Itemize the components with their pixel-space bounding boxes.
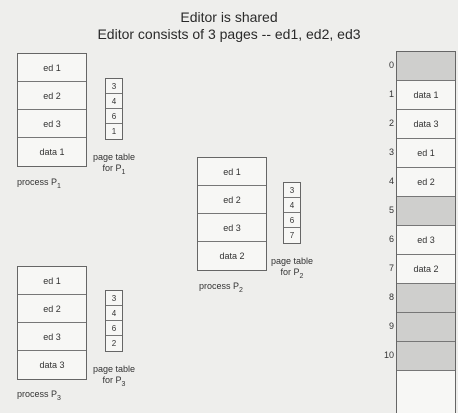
logical-page: data 1 bbox=[39, 147, 65, 157]
frame-number: 6 bbox=[388, 234, 394, 244]
process-1-page-table: 3 4 6 1 bbox=[105, 78, 123, 140]
memory-frame: data 3 bbox=[397, 110, 455, 139]
page-table-for-label: for P2 bbox=[262, 267, 322, 282]
free-frame bbox=[397, 197, 455, 226]
page-table-entry: 1 bbox=[111, 127, 117, 136]
page-table-for-label: for P3 bbox=[84, 375, 144, 390]
page-table-entry: 6 bbox=[284, 213, 300, 228]
page-table-for-subscript: 3 bbox=[121, 380, 126, 388]
free-frame bbox=[397, 313, 455, 342]
free-frame bbox=[397, 284, 455, 313]
process-label-text: process P bbox=[17, 177, 58, 187]
page-table-entry: 7 bbox=[289, 231, 295, 240]
process-1-logical-pages: ed 1 ed 2 ed 3 data 1 bbox=[17, 53, 87, 167]
page-table-for-text: for P bbox=[102, 163, 122, 173]
diagram-subtitle: Editor consists of 3 pages -- ed1, ed2, … bbox=[97, 26, 361, 42]
process-1-page-table-label: page table for P1 bbox=[84, 152, 144, 178]
frame-number: 8 bbox=[388, 292, 394, 302]
page-table-entry: 4 bbox=[284, 198, 300, 213]
logical-page: ed 3 bbox=[18, 323, 86, 351]
process-label-subscript: 2 bbox=[239, 286, 243, 294]
page-table-entry: 2 bbox=[111, 339, 117, 348]
page-table-entry: 4 bbox=[106, 306, 122, 321]
logical-page: ed 2 bbox=[198, 186, 266, 214]
process-label-text: process P bbox=[17, 389, 58, 399]
frame-number: 2 bbox=[388, 118, 394, 128]
memory-frame: data 2 bbox=[397, 255, 455, 284]
logical-page: data 2 bbox=[219, 251, 245, 261]
memory-frame: ed 2 bbox=[397, 168, 455, 197]
page-table-entry: 3 bbox=[106, 291, 122, 306]
frame-number: 9 bbox=[388, 321, 394, 331]
process-1-label: process P1 bbox=[17, 177, 61, 192]
logical-page: ed 3 bbox=[198, 214, 266, 242]
frame-number: 0 bbox=[388, 60, 394, 70]
frame-number: 7 bbox=[388, 263, 394, 273]
page-table-label-text: page table bbox=[92, 152, 136, 162]
memory-frame: data 1 bbox=[397, 81, 455, 110]
page-table-entry: 6 bbox=[106, 321, 122, 336]
frame-number: 1 bbox=[388, 89, 394, 99]
process-label-text: process P bbox=[199, 281, 240, 291]
page-table-entry: 6 bbox=[106, 109, 122, 124]
memory-frame: ed 3 bbox=[397, 226, 455, 255]
frame-number: 5 bbox=[388, 205, 394, 215]
process-3-logical-pages: ed 1 ed 2 ed 3 data 3 bbox=[17, 266, 87, 380]
process-2-logical-pages: ed 1 ed 2 ed 3 data 2 bbox=[197, 157, 267, 271]
logical-page: ed 2 bbox=[18, 295, 86, 323]
page-table-for-subscript: 2 bbox=[299, 272, 304, 280]
page-table-label-text: page table bbox=[92, 364, 136, 374]
process-2-page-table: 3 4 6 7 bbox=[283, 182, 301, 244]
diagram-title: Editor is shared bbox=[180, 9, 278, 25]
process-label-subscript: 3 bbox=[57, 394, 61, 402]
logical-page: data 3 bbox=[39, 360, 65, 370]
frame-number: 4 bbox=[388, 176, 394, 186]
logical-page: ed 1 bbox=[18, 267, 86, 295]
process-2-label: process P2 bbox=[199, 281, 243, 296]
memory-frame: ed 1 bbox=[397, 139, 455, 168]
page-table-for-text: for P bbox=[280, 267, 300, 277]
process-3-page-table: 3 4 6 2 bbox=[105, 290, 123, 352]
page-table-for-subscript: 1 bbox=[121, 168, 126, 176]
frame-number: 3 bbox=[388, 147, 394, 157]
free-frame bbox=[397, 342, 455, 371]
page-table-label-text: page table bbox=[270, 256, 314, 266]
logical-page: ed 3 bbox=[18, 110, 86, 138]
page-table-entry: 3 bbox=[106, 79, 122, 94]
free-frame bbox=[397, 52, 455, 81]
logical-page: ed 2 bbox=[18, 82, 86, 110]
logical-page: ed 1 bbox=[198, 158, 266, 186]
process-label-subscript: 1 bbox=[57, 182, 61, 190]
page-table-entry: 3 bbox=[284, 183, 300, 198]
process-3-label: process P3 bbox=[17, 389, 61, 404]
logical-page: ed 1 bbox=[18, 54, 86, 82]
page-table-for-text: for P bbox=[102, 375, 122, 385]
frame-number: 10 bbox=[383, 350, 394, 360]
page-table-entry: 4 bbox=[106, 94, 122, 109]
process-3-page-table-label: page table for P3 bbox=[84, 364, 144, 390]
page-table-for-label: for P1 bbox=[84, 163, 144, 178]
process-2-page-table-label: page table for P2 bbox=[262, 256, 322, 282]
